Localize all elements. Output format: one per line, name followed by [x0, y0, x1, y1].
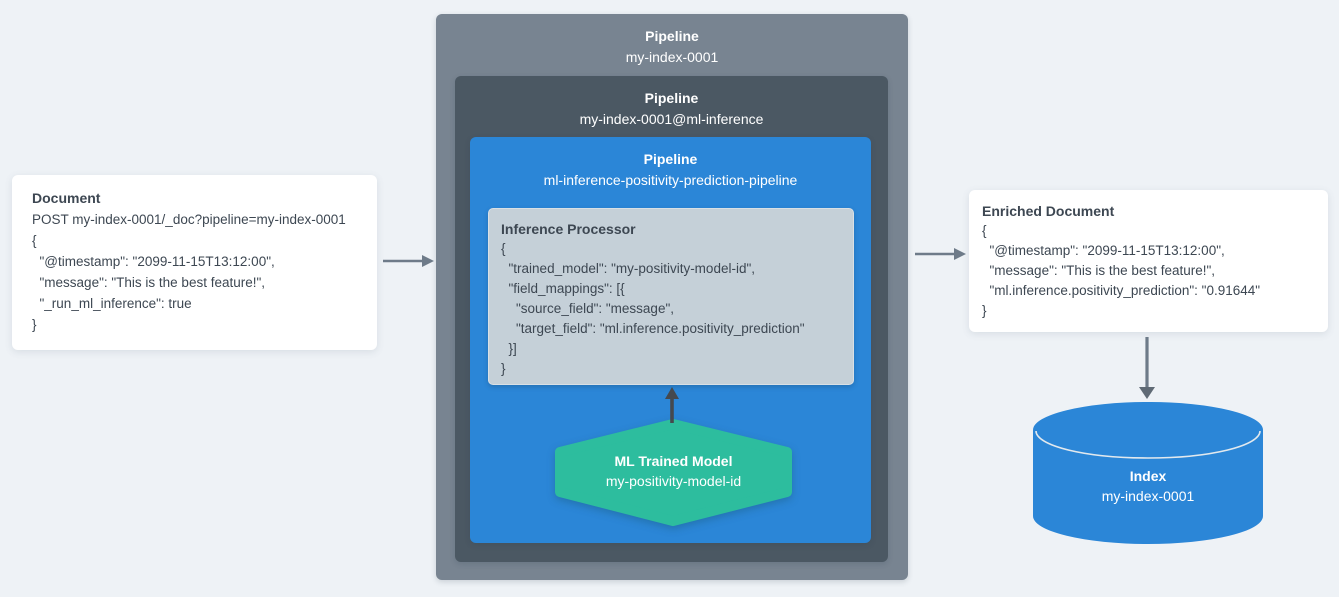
index-title: Index — [1129, 468, 1167, 484]
pipeline-name: my-index-0001 — [625, 49, 719, 65]
index-cylinder — [1033, 402, 1263, 544]
document-card: Document POST my-index-0001/_doc?pipelin… — [12, 175, 377, 350]
code-line: "trained_model": "my-positivity-model-id… — [501, 261, 756, 276]
inference-processor-card: Inference Processor { "trained_model": "… — [488, 208, 854, 385]
code-line: "_run_ml_inference": true — [32, 296, 192, 311]
code-line: { — [32, 233, 37, 248]
code-line: } — [982, 303, 987, 318]
code-line: "ml.inference.positivity_prediction": "0… — [982, 283, 1261, 298]
code-line: "field_mappings": [{ — [501, 281, 625, 296]
arrow-document-to-pipeline — [383, 255, 434, 267]
code-line: { — [501, 241, 506, 256]
code-line: "source_field": "message", — [501, 301, 674, 316]
cylinder-body — [1033, 402, 1263, 544]
code-line: POST my-index-0001/_doc?pipeline=my-inde… — [32, 212, 346, 227]
ml-trained-model-name: my-positivity-model-id — [605, 473, 742, 489]
enriched-document-title: Enriched Document — [982, 203, 1115, 219]
code-line: "@timestamp": "2099-11-15T13:12:00", — [32, 254, 275, 269]
pipeline-box-outer-title: Pipeline my-index-0001 — [436, 14, 908, 68]
cylinder-rim — [1035, 430, 1261, 459]
pipeline-name: ml-inference-positivity-prediction-pipel… — [543, 172, 798, 188]
code-line: }] — [501, 341, 517, 356]
ml-trained-model-label: ML Trained Model my-positivity-model-id — [550, 451, 797, 491]
pipeline-box-prediction-title: Pipeline ml-inference-positivity-predict… — [470, 137, 871, 191]
code-line: } — [501, 361, 506, 376]
document-card-title: Document — [32, 190, 101, 206]
code-line: } — [32, 317, 37, 332]
ml-trained-model-title: ML Trained Model — [614, 453, 733, 469]
code-line: "message": "This is the best feature!", — [982, 263, 1216, 278]
document-card-code: POST my-index-0001/_doc?pipeline=my-inde… — [32, 209, 357, 335]
code-line: "target_field": "ml.inference.positivity… — [501, 321, 805, 336]
inference-processor-code: { "trained_model": "my-positivity-model-… — [501, 239, 841, 379]
arrow-enriched-to-index — [1139, 337, 1155, 399]
index-label: Index my-index-0001 — [1033, 466, 1263, 506]
pipeline-label: Pipeline — [645, 28, 699, 44]
code-line: { — [982, 223, 987, 238]
hexagon-shape — [555, 419, 792, 526]
ml-trained-model-hexagon — [555, 419, 792, 526]
enriched-document-code: { "@timestamp": "2099-11-15T13:12:00", "… — [982, 221, 1315, 321]
pipeline-label: Pipeline — [643, 151, 698, 167]
code-line: "message": "This is the best feature!", — [32, 275, 266, 290]
pipeline-box-ml-inference-title: Pipeline my-index-0001@ml-inference — [455, 76, 888, 130]
inference-processor-title: Inference Processor — [501, 221, 636, 237]
pipeline-label: Pipeline — [644, 90, 699, 106]
pipeline-name: my-index-0001@ml-inference — [579, 111, 764, 127]
arrow-pipeline-to-enriched — [915, 248, 966, 260]
enriched-document-card: Enriched Document { "@timestamp": "2099-… — [969, 190, 1328, 332]
index-name: my-index-0001 — [1101, 488, 1195, 504]
code-line: "@timestamp": "2099-11-15T13:12:00", — [982, 243, 1225, 258]
